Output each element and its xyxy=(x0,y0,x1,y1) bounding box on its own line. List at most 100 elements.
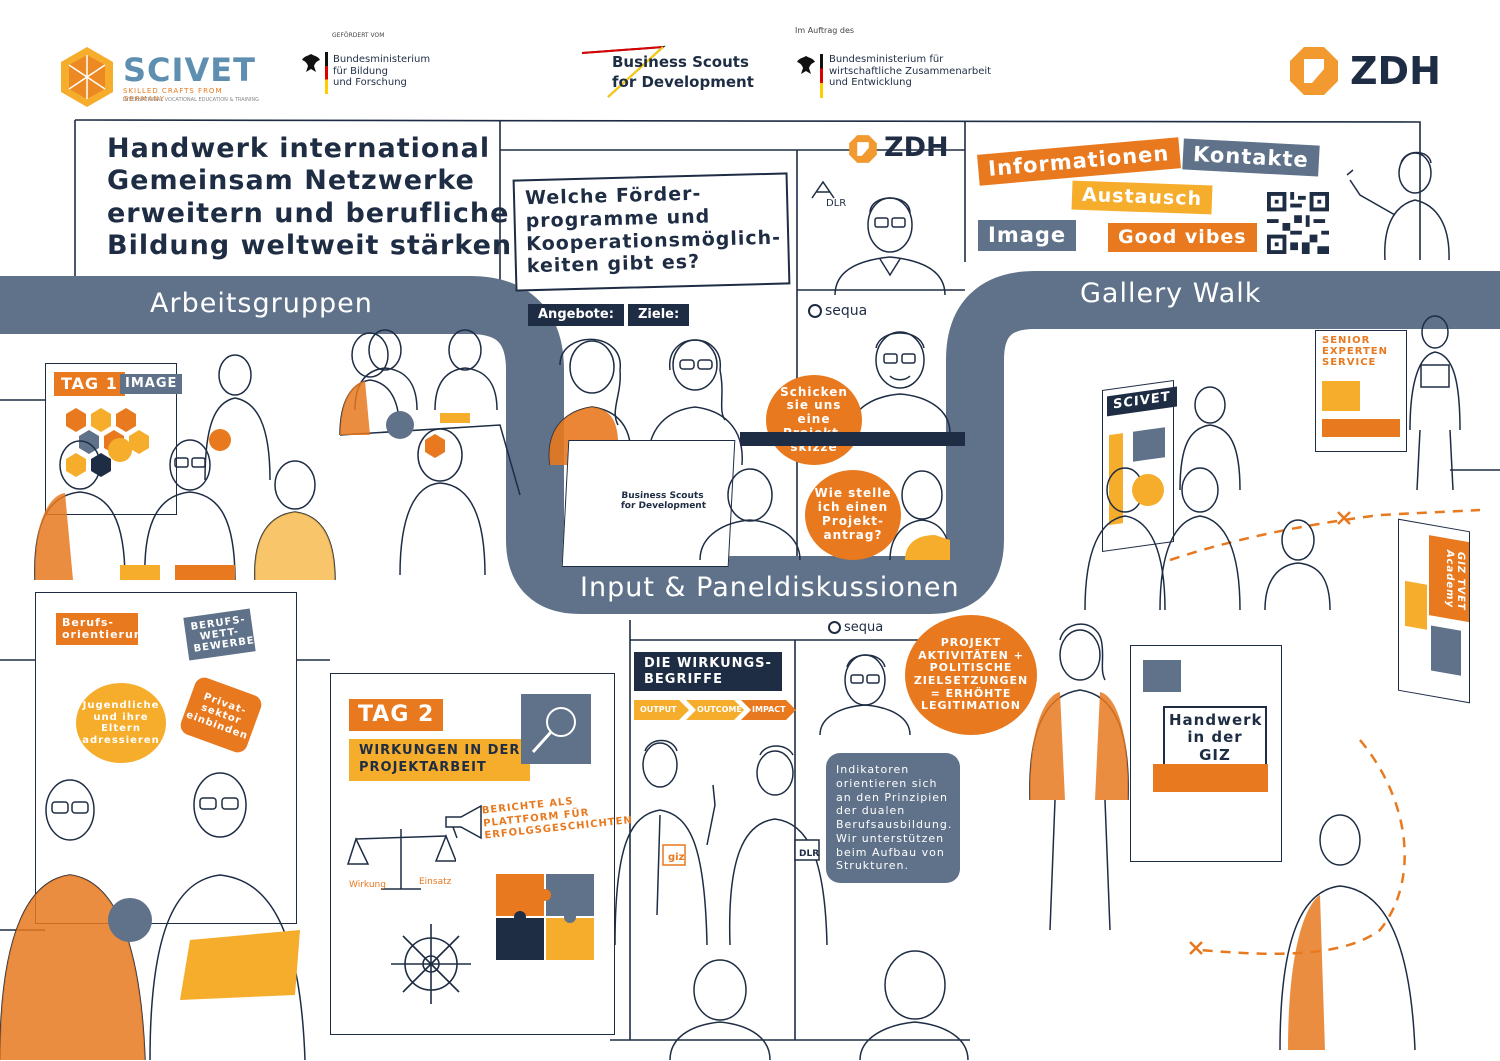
ses-line2: EXPERTEN xyxy=(1322,346,1388,357)
giz-board-title: Handwerk in der GIZ xyxy=(1163,706,1267,770)
audience-illustration xyxy=(699,468,950,560)
scales-icon xyxy=(346,829,456,890)
gallery-tag-image: Image xyxy=(978,220,1077,252)
legitimation-bubble: PROJEKT AKTIVITÄTEN + POLITISCHE ZIELSET… xyxy=(905,615,1037,735)
business-scouts-swoosh-icon xyxy=(581,45,666,98)
impact-presenters-illustration xyxy=(615,739,828,945)
giz-board-line1: Handwerk xyxy=(1169,711,1263,729)
ziele-tag: Ziele: xyxy=(628,304,690,327)
wirkung-label: Wirkung xyxy=(349,880,386,890)
workgroup-day1-people-illustration xyxy=(34,329,498,580)
jugendliche-bubble: Jugendliche und ihre Eltern adressieren xyxy=(76,683,166,763)
eagle-icon xyxy=(302,54,320,72)
scivet-name: SCIVET xyxy=(123,51,256,89)
angebote-tag: Angebote: xyxy=(528,304,624,327)
ses-presenter-illustration xyxy=(1409,315,1461,491)
tag1-board: TAG 1 IMAGE xyxy=(45,363,183,515)
title-line4: Bildung weltweit stärken xyxy=(107,230,513,262)
bmbf-line1: Bundesministerium xyxy=(333,54,431,65)
gallery-tag-good-vibes: Good vibes xyxy=(1108,223,1257,252)
workgroup-table-illustration xyxy=(339,332,521,575)
dlr-mark-icon xyxy=(811,180,835,199)
tag2-label: TAG 2 xyxy=(349,699,444,732)
megaphone-icon xyxy=(445,804,482,840)
wirkungsbegriffe-heading: DIE WIRKUNGS- BEGRIFFE xyxy=(634,652,782,692)
indikatoren-box: Indikatoren orientieren sich an den Prin… xyxy=(826,753,960,883)
bmbf-line2: für Bildung xyxy=(333,65,388,77)
berufsorientierung-tag: Berufs-orientierung xyxy=(56,613,151,646)
scivet-tagline: SKILLED CRAFTS FROM GERMANY xyxy=(123,87,223,103)
academy-title: GIZ TVET Academy xyxy=(1429,535,1469,623)
speech-bubble-projektskizze: Schicken sie uns eine Projekt-skizze xyxy=(766,375,862,465)
bmbf-label: GEFÖRDERT VOM xyxy=(332,32,385,39)
outcome-label: OUTCOME xyxy=(697,705,742,714)
wirkungen-line1: WIRKUNGEN IN DER xyxy=(359,743,521,758)
zdh-mark-icon xyxy=(1290,47,1338,95)
tag1-label: TAG 1 xyxy=(54,372,125,396)
giz-board: Handwerk in der GIZ xyxy=(1130,645,1282,862)
title-line1: Handwerk international xyxy=(107,133,491,164)
ses-line3: SERVICE xyxy=(1322,357,1377,368)
wirkungsbegriffe-line2: BEGRIFFE xyxy=(644,671,723,687)
sequa-icon xyxy=(808,304,822,318)
bmz-label: Im Auftrag des xyxy=(795,26,855,35)
german-flag-stripe xyxy=(820,54,823,98)
bmbf-line3: und Forschung xyxy=(333,77,407,88)
gallery-front-people-illustration xyxy=(1029,623,1416,1050)
scivet-logo: SCIVET SKILLED CRAFTS FROM GERMANY INTER… xyxy=(55,45,265,110)
privatsektor-bubble: Privat-sektor einbinden xyxy=(177,674,265,756)
dlr-speaker-illustration xyxy=(834,197,946,295)
sequa-logo: sequa xyxy=(808,303,867,319)
title-line3: erweitern und berufliche xyxy=(107,197,510,229)
impact-sequa-logo: sequa xyxy=(828,620,883,635)
panel-divider xyxy=(797,432,965,446)
ses-board: SENIOR EXPERTEN SERVICE xyxy=(1315,330,1407,452)
sequa-icon xyxy=(828,621,841,634)
gallery-visitors-illustration xyxy=(1084,386,1331,610)
panel-divider-left xyxy=(740,432,797,446)
giz-badge-text: giz xyxy=(668,852,685,863)
title-line2: Gemeinsam Netzwerke xyxy=(107,165,475,197)
academy-line1: GIZ TVET xyxy=(1455,550,1466,612)
presenter-illustration xyxy=(1346,151,1450,260)
tag1-image-label: IMAGE xyxy=(120,374,183,395)
giz-board-line2: in der GIZ xyxy=(1187,728,1243,764)
wirkungen-tag: WIRKUNGEN IN DER PROJEKTARBEIT xyxy=(349,739,531,781)
banner-input: Input & Paneldiskussionen xyxy=(580,572,960,603)
academy-line2: Academy xyxy=(1444,548,1455,609)
banner-gallery: Gallery Walk xyxy=(1080,278,1262,309)
zdh-mark-icon xyxy=(849,135,877,163)
zdh-logo: ZDH xyxy=(1288,45,1458,100)
business-scouts-line2: for Development xyxy=(612,73,754,91)
hexagon-cluster-icon xyxy=(66,408,149,477)
scivet-sub: INTERNATIONAL VOCATIONAL EDUCATION & TRA… xyxy=(123,97,259,103)
berichte-text: BERICHTE ALS PLATTFORM FÜR ERFOLGSGESCHI… xyxy=(481,796,634,842)
ses-board-block-orange xyxy=(1322,419,1400,437)
magnifier-card xyxy=(521,694,591,764)
business-scouts-logo: Business Scouts for Development xyxy=(578,45,768,100)
eagle-icon xyxy=(797,56,815,74)
einsatz-label: Einsatz xyxy=(419,877,452,887)
wirkungen-line2: PROJEKTARBEIT xyxy=(359,759,487,775)
qr-code-icon xyxy=(1267,192,1329,254)
arrow-chain-icon xyxy=(634,700,796,720)
gallery-tag-austausch: Austausch xyxy=(1071,180,1213,215)
impact-speaker-illustration xyxy=(819,654,911,735)
ship-wheel-icon xyxy=(391,924,471,1004)
page-title: Handwerk international Gemeinsam Netzwer… xyxy=(107,133,512,263)
business-scouts-line1: Business Scouts xyxy=(612,53,749,71)
banner-arbeitsgruppen: Arbeitsgruppen xyxy=(150,288,373,319)
wettbewerbe-tag: BERUFS-WETT-BEWERBE xyxy=(183,608,256,661)
berufsorientierung-board: Berufs-orientierung BERUFS-WETT-BEWERBE … xyxy=(35,592,297,924)
zdh-text: ZDH xyxy=(1350,49,1441,93)
tag2-board: TAG 2 WIRKUNGEN IN DER PROJEKTARBEIT BER… xyxy=(330,673,634,1035)
output-label: OUTPUT xyxy=(640,705,677,714)
impact-sequa-text: sequa xyxy=(844,620,884,635)
puzzle-icon xyxy=(496,874,594,960)
panel-zdh-text: ZDH xyxy=(884,132,949,163)
dlr-badge-text: DLR xyxy=(799,849,820,859)
panel-question-box: Welche Förder- programme und Kooperation… xyxy=(512,172,791,292)
bmz-line1: Bundesministerium für xyxy=(829,54,944,65)
